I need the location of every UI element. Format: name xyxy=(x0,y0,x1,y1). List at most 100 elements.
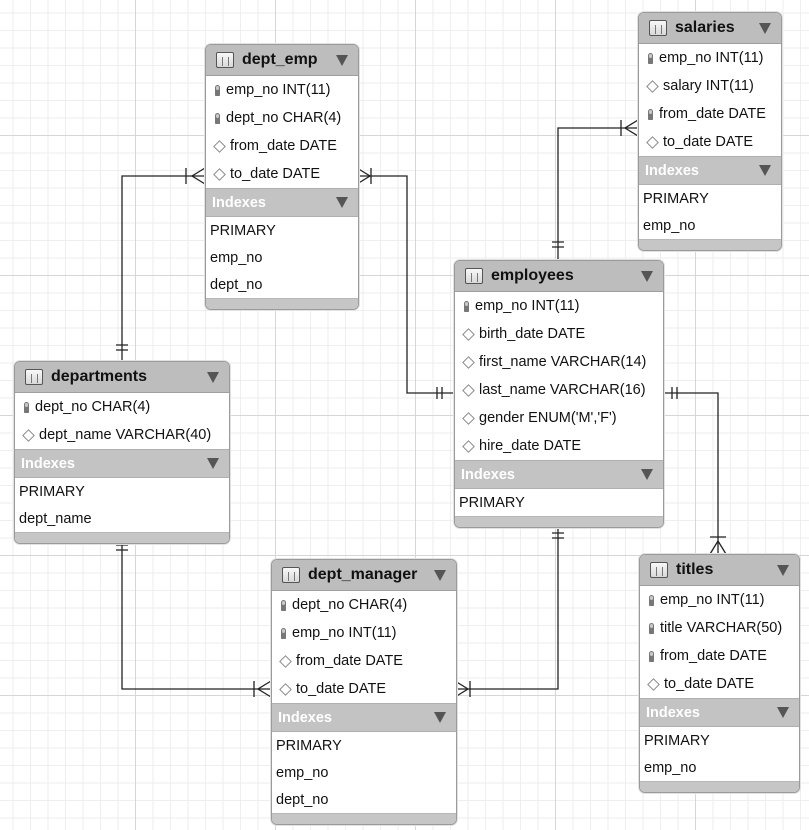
column-row[interactable]: gender ENUM('M','F') xyxy=(455,404,663,432)
key-icon xyxy=(281,627,286,639)
column-row[interactable]: dept_no CHAR(4) xyxy=(206,104,358,132)
column-row[interactable]: from_date DATE xyxy=(272,647,456,675)
index-row[interactable]: PRIMARY xyxy=(643,190,709,207)
entity-header[interactable]: salaries xyxy=(639,13,781,44)
collapse-arrow-icon[interactable] xyxy=(207,371,219,383)
index-row[interactable]: dept_no xyxy=(210,276,263,293)
column-label: to_date DATE xyxy=(664,676,755,692)
index-row[interactable]: PRIMARY xyxy=(210,222,276,239)
rel-departments-dept_emp xyxy=(121,175,205,362)
key-icon xyxy=(649,622,654,634)
column-row[interactable]: from_date DATE xyxy=(640,642,799,670)
table-titles[interactable]: titles emp_no INT(11) title VARCHAR(50) … xyxy=(639,554,800,793)
entity-header[interactable]: employees xyxy=(455,261,663,292)
column-row[interactable]: from_date DATE xyxy=(639,100,781,128)
index-row[interactable]: PRIMARY xyxy=(459,494,525,511)
key-icon xyxy=(281,599,286,611)
column-row[interactable]: dept_name VARCHAR(40) xyxy=(15,421,229,449)
indexes-header[interactable]: Indexes xyxy=(272,703,456,732)
column-row[interactable]: emp_no INT(11) xyxy=(455,292,663,320)
table-icon xyxy=(25,369,43,385)
indexes-header[interactable]: Indexes xyxy=(640,698,799,727)
index-row[interactable]: emp_no xyxy=(210,249,263,266)
marker-one xyxy=(671,387,678,399)
table-icon xyxy=(649,20,667,36)
table-salaries[interactable]: salaries emp_no INT(11) salary INT(11) f… xyxy=(638,12,782,251)
collapse-arrow-icon[interactable] xyxy=(777,707,789,718)
diamond-icon xyxy=(462,439,475,453)
indexes-header[interactable]: Indexes xyxy=(455,460,663,489)
collapse-arrow-icon[interactable] xyxy=(336,197,348,208)
column-row[interactable]: first_name VARCHAR(14) xyxy=(455,348,663,376)
diamond-icon xyxy=(22,428,35,442)
key-icon xyxy=(464,300,469,312)
rel-dept_emp-employees xyxy=(357,175,454,394)
collapse-arrow-icon[interactable] xyxy=(759,165,771,176)
column-row[interactable]: birth_date DATE xyxy=(455,320,663,348)
column-row[interactable]: dept_no CHAR(4) xyxy=(272,591,456,619)
index-row[interactable]: emp_no xyxy=(276,764,329,781)
column-row[interactable]: emp_no INT(11) xyxy=(640,586,799,614)
column-row[interactable]: to_date DATE xyxy=(640,670,799,698)
collapse-arrow-icon[interactable] xyxy=(641,469,653,480)
entity-title: employees xyxy=(491,267,574,284)
column-row[interactable]: last_name VARCHAR(16) xyxy=(455,376,663,404)
collapse-arrow-icon[interactable] xyxy=(759,22,771,34)
marker-one xyxy=(436,387,443,399)
table-dept-manager[interactable]: dept_manager dept_no CHAR(4) emp_no INT(… xyxy=(271,559,457,825)
table-icon xyxy=(282,567,300,583)
column-row[interactable]: salary INT(11) xyxy=(639,72,781,100)
index-row[interactable]: dept_no xyxy=(276,791,329,808)
column-label: emp_no INT(11) xyxy=(660,592,765,608)
key-icon xyxy=(24,401,29,413)
marker-one xyxy=(116,344,128,351)
column-row[interactable]: to_date DATE xyxy=(639,128,781,156)
collapse-arrow-icon[interactable] xyxy=(434,569,446,581)
table-departments[interactable]: departments dept_no CHAR(4) dept_name VA… xyxy=(14,361,230,544)
index-row[interactable]: emp_no xyxy=(644,759,697,776)
column-label: from_date DATE xyxy=(660,648,767,664)
index-row[interactable]: PRIMARY xyxy=(276,737,342,754)
column-row[interactable]: to_date DATE xyxy=(206,160,358,188)
entity-header[interactable]: dept_emp xyxy=(206,45,358,76)
index-row[interactable]: PRIMARY xyxy=(644,732,710,749)
collapse-arrow-icon[interactable] xyxy=(777,564,789,576)
table-employees[interactable]: employees emp_no INT(11) birth_date DATE… xyxy=(454,260,664,528)
index-row[interactable]: PRIMARY xyxy=(19,483,85,500)
column-label: to_date DATE xyxy=(663,134,754,150)
rel-departments-dept_manager xyxy=(121,540,271,690)
column-row[interactable]: hire_date DATE xyxy=(455,432,663,460)
entity-header[interactable]: titles xyxy=(640,555,799,586)
column-row[interactable]: emp_no INT(11) xyxy=(639,44,781,72)
entity-header[interactable]: departments xyxy=(15,362,229,393)
entity-title: departments xyxy=(51,368,148,385)
column-label: gender ENUM('M','F') xyxy=(479,410,617,426)
column-row[interactable]: to_date DATE xyxy=(272,675,456,703)
column-label: emp_no INT(11) xyxy=(475,298,580,314)
collapse-arrow-icon[interactable] xyxy=(336,54,348,66)
index-row[interactable]: dept_name xyxy=(19,510,92,527)
column-row[interactable]: emp_no INT(11) xyxy=(206,76,358,104)
column-label: from_date DATE xyxy=(659,106,766,122)
diamond-icon xyxy=(213,139,226,153)
index-row[interactable]: emp_no xyxy=(643,217,696,234)
diamond-icon xyxy=(462,355,475,369)
column-label: dept_name VARCHAR(40) xyxy=(39,427,212,443)
diamond-icon xyxy=(279,682,292,696)
column-row[interactable]: dept_no CHAR(4) xyxy=(15,393,229,421)
indexes-header[interactable]: Indexes xyxy=(206,188,358,217)
column-row[interactable]: emp_no INT(11) xyxy=(272,619,456,647)
rel-employees-dept_manager xyxy=(455,523,559,690)
indexes-header[interactable]: Indexes xyxy=(639,156,781,185)
column-row[interactable]: from_date DATE xyxy=(206,132,358,160)
collapse-arrow-icon[interactable] xyxy=(207,458,219,469)
indexes-header[interactable]: Indexes xyxy=(15,449,229,478)
entity-title: dept_emp xyxy=(242,51,318,68)
entity-title: salaries xyxy=(675,19,735,36)
table-dept-emp[interactable]: dept_emp emp_no INT(11) dept_no CHAR(4) … xyxy=(205,44,359,310)
entity-header[interactable]: dept_manager xyxy=(272,560,456,591)
column-row[interactable]: title VARCHAR(50) xyxy=(640,614,799,642)
collapse-arrow-icon[interactable] xyxy=(434,712,446,723)
collapse-arrow-icon[interactable] xyxy=(641,270,653,282)
